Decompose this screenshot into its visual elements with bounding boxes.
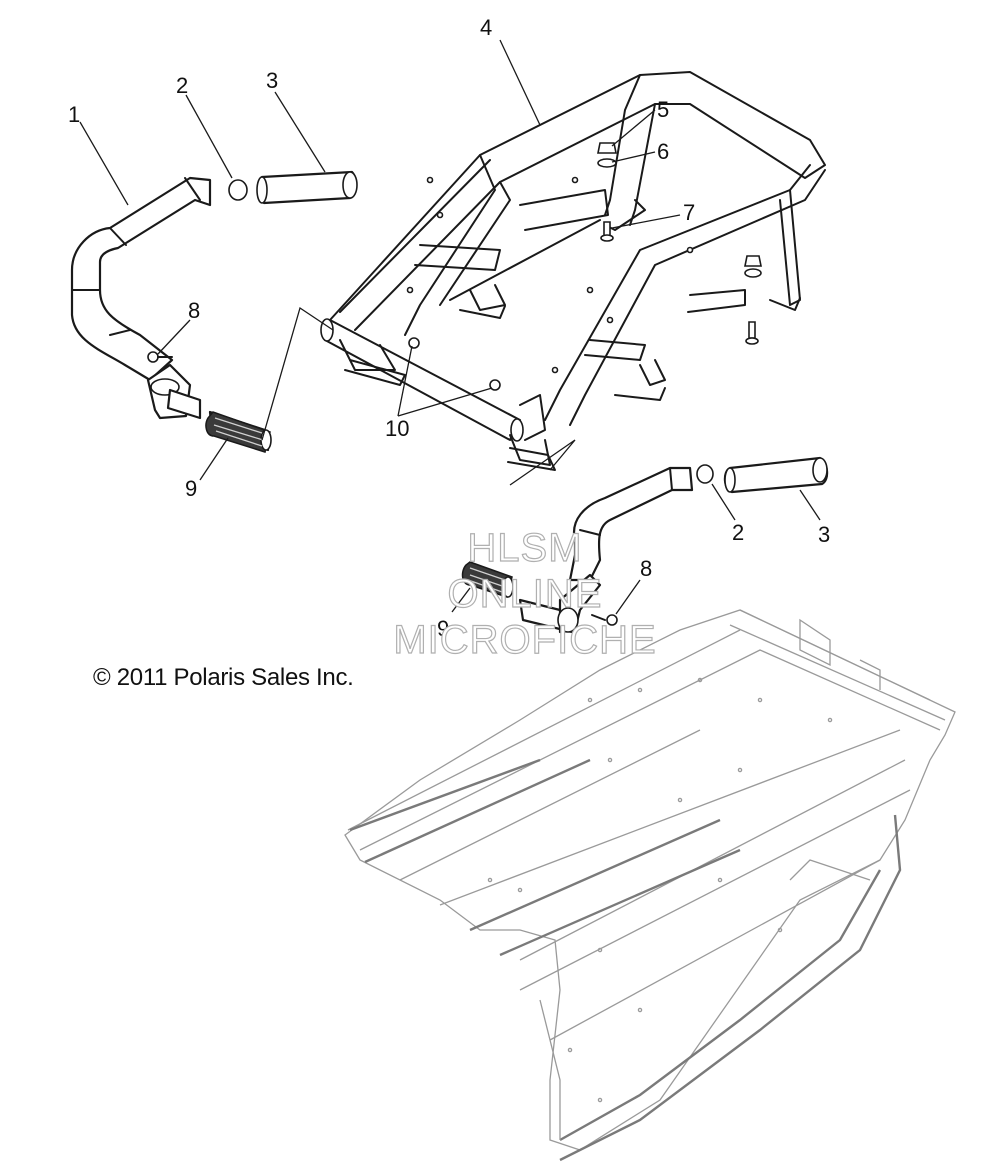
- callout-9-left: 9: [185, 476, 197, 501]
- callout-1: 1: [68, 102, 80, 127]
- ghost-tunnel: [344, 609, 956, 1162]
- callout-10: 10: [385, 416, 409, 441]
- callout-5: 5: [657, 97, 669, 122]
- watermark-line-3: MICROFICHE: [393, 617, 657, 662]
- right-grab-handle: [518, 466, 694, 634]
- watermark-line-2: ONLINE: [447, 571, 603, 616]
- right-foot-grip: [461, 561, 514, 598]
- callout-numbers: 1 2 3 4 5 6 7 8 9 10 2 3 8 9: [68, 15, 830, 641]
- watermark-line-1: HLSM: [467, 525, 583, 570]
- callout-6: 6: [657, 139, 669, 164]
- left-cap-and-grip: [228, 170, 358, 205]
- watermark: HLSM ONLINE MICROFICHE: [370, 525, 680, 663]
- callout-9-right: 9: [437, 616, 449, 641]
- callout-7: 7: [683, 200, 695, 225]
- right-cap-and-grip: [696, 456, 829, 494]
- rear-rack-frame: [320, 71, 826, 471]
- left-grab-handle: [70, 176, 212, 420]
- callout-3-right: 3: [818, 522, 830, 547]
- leader-lines: [79, 39, 821, 615]
- callout-3-left: 3: [266, 68, 278, 93]
- callout-4: 4: [480, 15, 492, 40]
- callout-2-left: 2: [176, 73, 188, 98]
- callout-8-left: 8: [188, 298, 200, 323]
- left-foot-grip: [205, 410, 272, 453]
- callout-2-right: 2: [732, 520, 744, 545]
- callout-8-right: 8: [640, 556, 652, 581]
- copyright-notice: © 2011 Polaris Sales Inc.: [93, 664, 354, 691]
- hardware-stack-upper: [597, 142, 762, 345]
